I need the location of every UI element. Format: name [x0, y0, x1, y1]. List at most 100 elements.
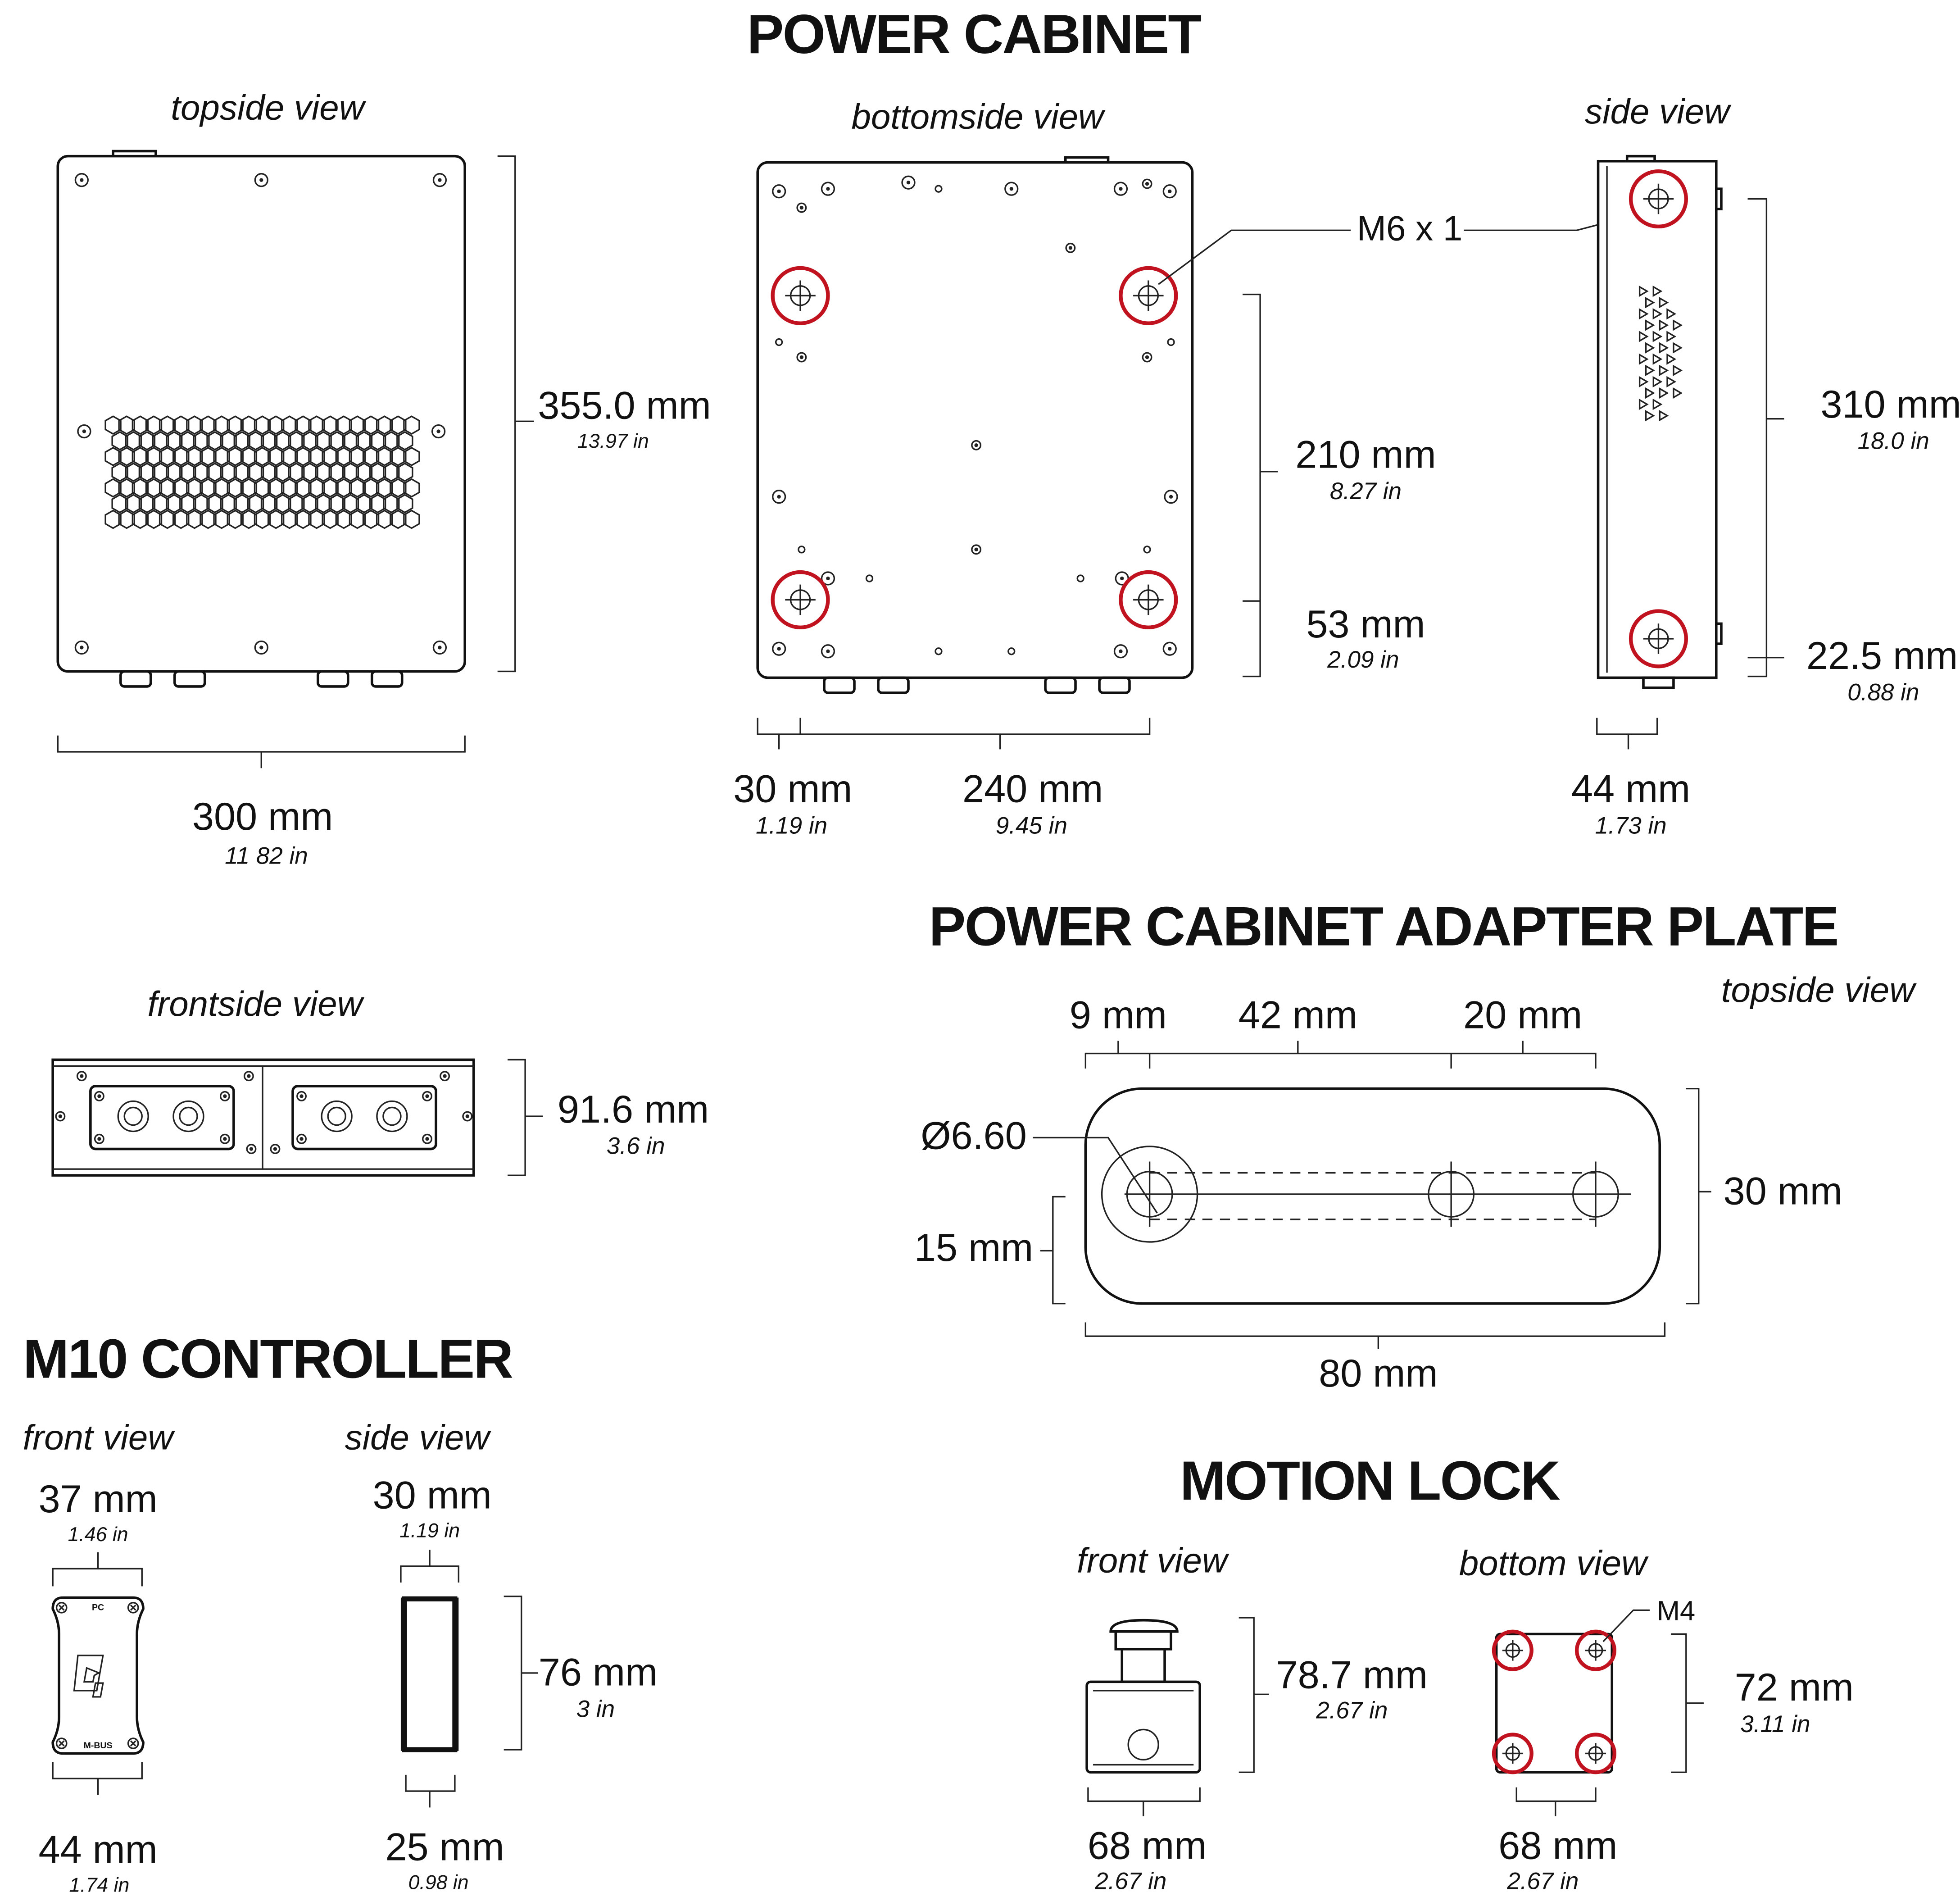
- dim-68-mm-bottom: 68 mm: [1498, 1824, 1617, 1868]
- motion-lock-title: MOTION LOCK: [1180, 1450, 1560, 1512]
- vent-hex: [390, 446, 407, 466]
- side-view: side view 310 mm 18.0 in 22.5 mm 0.88 in…: [1571, 91, 1960, 839]
- vent-hex: [159, 478, 176, 498]
- vent-hex: [172, 478, 190, 498]
- screw-center: [97, 1137, 101, 1141]
- dim-30-in-ctrl: 1.19 in: [399, 1520, 460, 1542]
- vent-hex: [260, 494, 278, 514]
- screw-center: [82, 429, 86, 433]
- vent-slot: [1638, 376, 1649, 388]
- vent-hex: [254, 509, 271, 529]
- vent-hex: [240, 478, 258, 498]
- vent-hex: [227, 415, 244, 435]
- vent-hex: [295, 509, 312, 529]
- dim-72-in: 3.11 in: [1740, 1711, 1810, 1737]
- topside-view-label: topside view: [171, 88, 366, 127]
- vent-hex: [267, 446, 285, 466]
- crosshair: [1585, 1640, 1606, 1661]
- mount-point-highlight: [1119, 266, 1178, 325]
- vent-hex: [267, 509, 285, 529]
- vent-hex: [301, 462, 318, 482]
- screw-center: [80, 646, 84, 650]
- adapter-topside-label: topside view: [1721, 970, 1917, 1010]
- vent-hex: [288, 431, 305, 450]
- vent-slot: [1638, 331, 1649, 342]
- vent-hex: [111, 431, 128, 450]
- vent-hex: [104, 478, 122, 498]
- vent-slot: [1659, 296, 1669, 309]
- screw-center: [826, 186, 830, 191]
- vent-hex: [362, 478, 380, 498]
- cable-connector: [173, 670, 206, 688]
- mount-point-highlight: [1574, 1629, 1617, 1671]
- vent-slot: [1659, 319, 1669, 331]
- crosshair: [1133, 280, 1164, 311]
- vent-hex: [355, 431, 373, 450]
- vent-hex: [362, 509, 380, 529]
- dim-30-in: 1.19 in: [756, 812, 827, 839]
- port-label-mbus: M-BUS: [84, 1741, 113, 1751]
- vent-hex: [295, 478, 312, 498]
- vent-hex: [281, 415, 298, 435]
- vent-hex: [322, 415, 339, 435]
- vent-slot: [1666, 376, 1677, 388]
- vent-hex: [186, 509, 203, 529]
- vent-hex: [152, 462, 169, 482]
- vent-hex: [308, 415, 325, 435]
- dim-22-5-in: 0.88 in: [1847, 679, 1919, 706]
- vent-slot: [1666, 353, 1677, 365]
- vent-grille: [104, 415, 420, 529]
- controller-front-label: front view: [23, 1417, 175, 1457]
- dim-30-mm-ctrl: 30 mm: [373, 1474, 492, 1517]
- screw-center: [1120, 576, 1124, 581]
- cable-gland-inner: [179, 1106, 198, 1126]
- mount-point-highlight: [1574, 1733, 1617, 1774]
- vent-hex: [295, 415, 312, 435]
- vent-hex: [138, 431, 156, 450]
- screw-center: [97, 1094, 101, 1098]
- dim-53-mm: 53 mm: [1306, 603, 1425, 646]
- screw-center: [223, 1137, 227, 1141]
- vent-slot: [1638, 353, 1649, 365]
- screw-center: [777, 647, 781, 651]
- adapter-plate-title: POWER CABINET ADAPTER PLATE: [929, 896, 1838, 958]
- dim-91-6-in: 3.6 in: [607, 1133, 665, 1160]
- hole: [1143, 546, 1151, 554]
- vent-hex: [206, 462, 223, 482]
- vent-hex: [145, 415, 163, 435]
- vent-hex: [227, 446, 244, 466]
- mount-point-highlight: [1492, 1733, 1534, 1774]
- vent-slot: [1645, 296, 1655, 309]
- vent-hex: [206, 494, 223, 514]
- vent-hex: [152, 431, 169, 450]
- screw-center: [777, 495, 781, 499]
- lock-front-body: [1085, 1619, 1201, 1774]
- vent-hex: [247, 431, 264, 450]
- vent-slot: [1659, 410, 1669, 422]
- vent-slot: [1673, 342, 1683, 354]
- vent-hex: [403, 509, 420, 529]
- vent-slot: [1652, 285, 1663, 297]
- screw-center: [80, 178, 84, 182]
- dim-53-in: 2.09 in: [1327, 646, 1399, 673]
- vent-hex: [383, 431, 400, 450]
- vent-slot: [1638, 308, 1649, 320]
- screw-center: [249, 1147, 254, 1151]
- dim-68-in-bottom: 2.67 in: [1506, 1868, 1579, 1892]
- vent-hex: [322, 509, 339, 529]
- vent-hex: [274, 462, 291, 482]
- vent-hex: [220, 462, 237, 482]
- screw-center: [80, 1074, 84, 1078]
- port-label-pc: PC: [92, 1602, 104, 1612]
- vent-slot: [1652, 376, 1663, 388]
- screw-center: [465, 1114, 469, 1119]
- vent-hex: [254, 415, 271, 435]
- vent-hex: [322, 478, 339, 498]
- vent-hex: [349, 478, 366, 498]
- vent-hex: [403, 478, 420, 498]
- cable-gland-inner: [382, 1106, 402, 1126]
- vent-hex: [159, 446, 176, 466]
- vent-hex: [301, 431, 318, 450]
- vent-hex: [254, 478, 271, 498]
- mount-point-highlight: [1119, 570, 1178, 629]
